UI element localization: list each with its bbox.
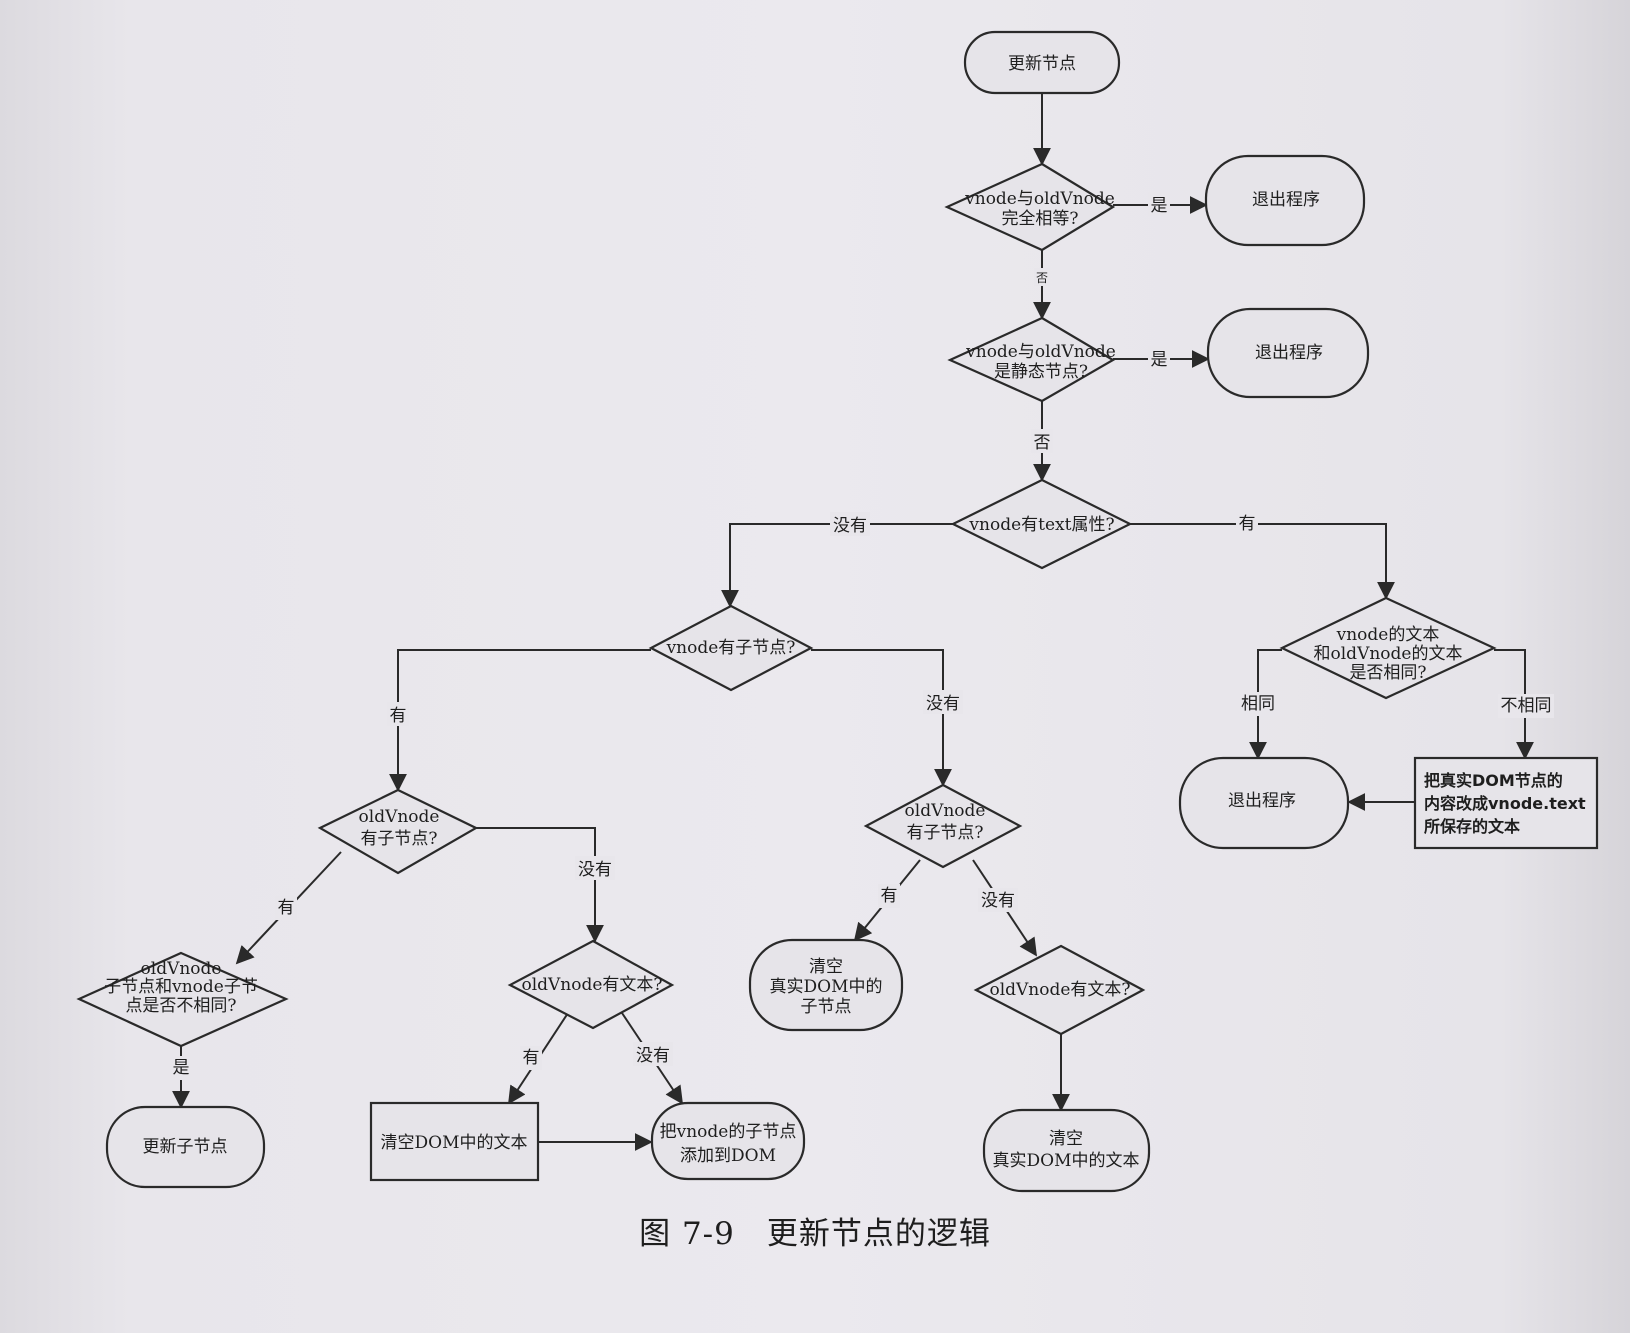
node-q-static-line-2: 是静态节点?: [994, 362, 1088, 382]
node-q-equal: vnode与oldVnode 完全相等?: [944, 162, 1116, 252]
label-olda-yes: 有: [278, 898, 295, 918]
label-children-yes: 有: [390, 706, 407, 726]
label-oldtext-no: 没有: [636, 1046, 670, 1066]
label-oldtext-yes: 有: [523, 1048, 540, 1068]
node-q-old-text-a-label: oldVnode有文本?: [521, 975, 662, 995]
label-children-no: 没有: [926, 694, 960, 714]
node-q-old-text-b-label: oldVnode有文本?: [989, 980, 1130, 1000]
edge-children-no: [811, 649, 952, 787]
node-q-same-text-line-1: vnode的文本: [1336, 625, 1440, 645]
node-q-children-differ-line-1: oldVnode: [141, 959, 222, 979]
edge-olda-no: [476, 827, 604, 943]
node-q-children-differ-line-3: 点是否不相同?: [125, 996, 236, 1016]
label-oldb-no: 没有: [981, 891, 1015, 911]
node-update-children: 更新子节点: [105, 1105, 266, 1189]
label-differ-yes: 是: [173, 1058, 190, 1078]
edge-same: [1249, 649, 1282, 760]
node-q-children-label: vnode有子节点?: [666, 638, 796, 658]
node-q-children-differ-line-2: 子节点和vnode子节: [104, 977, 258, 997]
node-q-static: vnode与oldVnode 是静态节点?: [947, 316, 1116, 403]
node-clear-dom-text-label: 清空DOM中的文本: [381, 1133, 528, 1153]
node-clear-real-text-line-2: 真实DOM中的文本: [993, 1151, 1140, 1171]
node-q-same-text-line-2: 和oldVnode的文本: [1314, 644, 1463, 664]
label-not-same: 不相同: [1501, 696, 1552, 716]
node-start: 更新节点: [963, 30, 1121, 95]
edge-not-same: [1494, 649, 1534, 760]
label-static-yes: 是: [1151, 350, 1168, 370]
node-exit-1: 退出程序: [1204, 154, 1366, 247]
node-clear-children-line-3: 子节点: [801, 997, 852, 1017]
node-set-text-line-1: 把真实DOM节点的: [1424, 771, 1563, 790]
label-same: 相同: [1241, 694, 1275, 714]
node-add-children-line-1: 把vnode的子节点: [660, 1122, 797, 1142]
node-q-children-differ: oldVnode 子节点和vnode子节 点是否不相同?: [76, 951, 289, 1048]
node-q-text: vnode有text属性?: [950, 478, 1133, 570]
node-clear-real-text: 清空 真实DOM中的文本: [982, 1108, 1151, 1193]
label-equal-no: 否: [1036, 271, 1048, 285]
node-q-text-label: vnode有text属性?: [968, 515, 1114, 535]
node-exit-1-label: 退出程序: [1252, 190, 1320, 210]
node-exit-3: 退出程序: [1178, 756, 1350, 850]
node-q-static-line-1: vnode与oldVnode: [965, 342, 1116, 362]
node-q-same-text-line-3: 是否相同?: [1349, 663, 1426, 683]
node-start-label: 更新节点: [1008, 54, 1076, 74]
node-set-text-line-3: 所保存的文本: [1424, 817, 1520, 836]
node-set-text: 把真实DOM节点的 内容改成vnode.text 所保存的文本: [1413, 756, 1599, 850]
node-q-old-text-b: oldVnode有文本?: [973, 944, 1146, 1036]
node-exit-3-label: 退出程序: [1228, 791, 1296, 811]
node-q-old-children-b-line-1: oldVnode: [905, 801, 986, 821]
node-set-text-line-2: 内容改成vnode.text: [1424, 794, 1586, 813]
node-add-children: 把vnode的子节点 添加到DOM: [650, 1101, 806, 1181]
node-clear-children-line-2: 真实DOM中的: [770, 977, 883, 997]
label-oldb-yes: 有: [881, 886, 898, 906]
node-add-children-line-2: 添加到DOM: [680, 1146, 776, 1166]
node-q-same-text: vnode的文本 和oldVnode的文本 是否相同?: [1279, 596, 1497, 700]
node-exit-2-label: 退出程序: [1255, 343, 1323, 363]
node-q-old-children-a-line-1: oldVnode: [359, 807, 440, 827]
node-q-children: vnode有子节点?: [648, 604, 814, 692]
node-q-equal-line-1: vnode与oldVnode: [964, 189, 1115, 209]
node-clear-real-text-line-1: 清空: [1049, 1129, 1083, 1149]
node-q-old-children-b-line-2: 有子节点?: [906, 823, 983, 843]
label-olda-no: 没有: [578, 860, 612, 880]
label-text-yes: 有: [1239, 514, 1256, 534]
label-text-no: 没有: [833, 516, 867, 536]
label-equal-yes: 是: [1151, 196, 1168, 216]
node-q-old-children-b: oldVnode 有子节点?: [863, 783, 1023, 869]
figure-caption: 图 7-9 更新节点的逻辑: [639, 1216, 991, 1252]
node-q-old-children-a: oldVnode 有子节点?: [317, 788, 479, 875]
node-clear-dom-text: 清空DOM中的文本: [369, 1101, 540, 1182]
node-q-old-text-a: oldVnode有文本?: [507, 939, 675, 1030]
edge-labels: 是 否 是 否 没有 有 有 没有 相同 不相同 有 没有 有 没有 是 有 没…: [170, 192, 1554, 1080]
node-update-children-label: 更新子节点: [143, 1137, 228, 1157]
node-q-old-children-a-line-2: 有子节点?: [360, 829, 437, 849]
edge-text-yes: [1130, 523, 1395, 600]
edge-children-yes: [389, 649, 651, 792]
node-exit-2: 退出程序: [1206, 307, 1370, 399]
edge-text-no: [721, 523, 953, 608]
node-clear-children-line-1: 清空: [809, 957, 843, 977]
node-clear-children: 清空 真实DOM中的 子节点: [748, 938, 904, 1032]
label-static-no: 否: [1034, 433, 1051, 453]
node-q-equal-line-2: 完全相等?: [1001, 209, 1078, 229]
